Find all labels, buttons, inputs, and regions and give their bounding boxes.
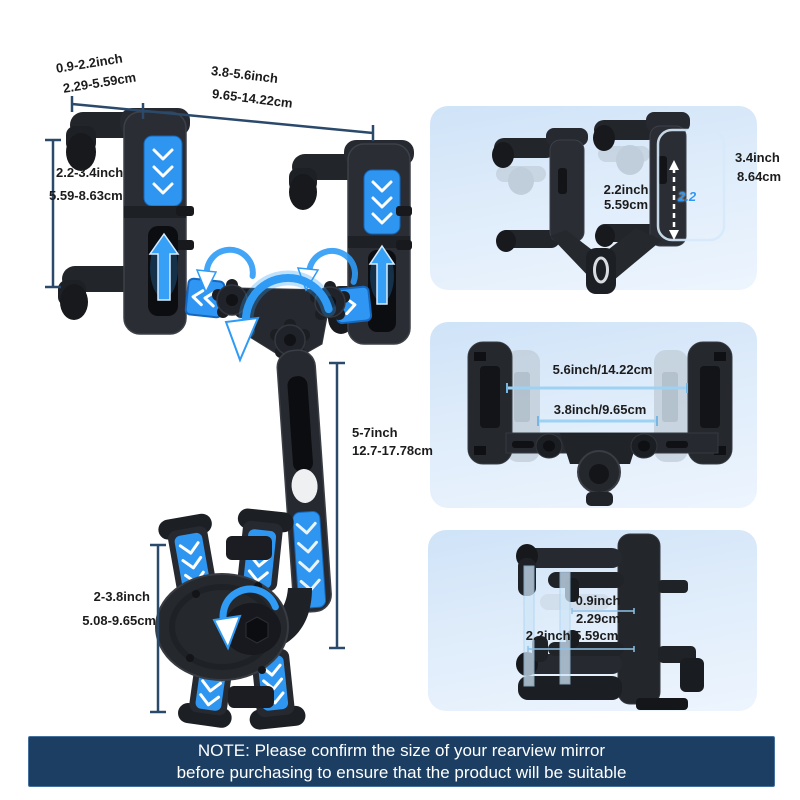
left-joint-connector xyxy=(184,277,226,319)
panel-bottom-clamp-label: 2.2inch/5.59cm xyxy=(525,628,619,643)
arm-height-inch-label: 2.2-3.4inch xyxy=(56,165,124,180)
clamp-range-inch-label: 2-3.8inch xyxy=(93,589,150,604)
lock-knob xyxy=(291,468,318,503)
top-width-bracket xyxy=(70,96,375,141)
arm-height-line xyxy=(45,138,61,289)
panel-bottom-illustration xyxy=(516,533,704,710)
slide-up-arrow-icon xyxy=(148,232,180,301)
clamp-range-cm-label: 5.08-9.65cm xyxy=(82,613,156,628)
extension-pole xyxy=(276,349,332,613)
note-line1: NOTE: Please confirm the size of your re… xyxy=(197,740,606,760)
hook-depth-line xyxy=(523,565,635,687)
pole-length-line xyxy=(329,361,345,650)
slide-up-arrow-icon xyxy=(368,244,396,305)
panel-middle-min-width-label: 3.8inch/9.65cm xyxy=(553,402,647,417)
right-arm xyxy=(344,140,414,345)
panel-top-depth-cm-label: 5.59cm xyxy=(603,197,649,212)
clamp-depth-line xyxy=(527,646,635,652)
bottom-clamp xyxy=(155,508,306,730)
rotate-arrow-icon xyxy=(224,270,337,363)
arm-height-cm-label: 5.59-8.63cm xyxy=(49,188,123,203)
panel-top-depth-inch-label: 2.2inch xyxy=(603,182,649,197)
panel-top-height-cm-label: 8.64cm xyxy=(737,169,782,184)
pole-length-inch-label: 5-7inch xyxy=(352,425,398,440)
width-line-min xyxy=(537,416,658,426)
mirror-hook-bottom-left xyxy=(58,266,136,320)
pole-length-cm-label: 12.7-17.78cm xyxy=(352,443,433,458)
arm-badge-label: 2.2 xyxy=(678,189,697,204)
chevron-left-icon xyxy=(191,289,217,308)
note-line2: before purchasing to ensure that the pro… xyxy=(176,762,627,782)
panel-top-height-inch-label: 3.4inch xyxy=(735,150,780,165)
note-banner: NOTE: Please confirm the size of your re… xyxy=(28,736,775,787)
width-line-max xyxy=(506,383,688,393)
panel-top-illustration xyxy=(492,112,726,294)
rotate-arrow-icon xyxy=(212,585,279,651)
panel-middle-illustration xyxy=(467,341,733,506)
rotate-arrow-icon xyxy=(195,246,256,294)
clamp-range-line xyxy=(150,543,166,714)
panel-bottom-hook-cm-label: 2.29cm xyxy=(575,611,621,626)
height-bracket xyxy=(656,128,726,242)
left-arm xyxy=(120,108,194,335)
main-product-illustration xyxy=(45,96,414,730)
panel-bottom-hook-inch-label: 0.9inch xyxy=(575,593,621,608)
panel-middle-max-width-label: 5.6inch/14.22cm xyxy=(552,362,653,377)
ghost-hooks xyxy=(496,145,650,195)
